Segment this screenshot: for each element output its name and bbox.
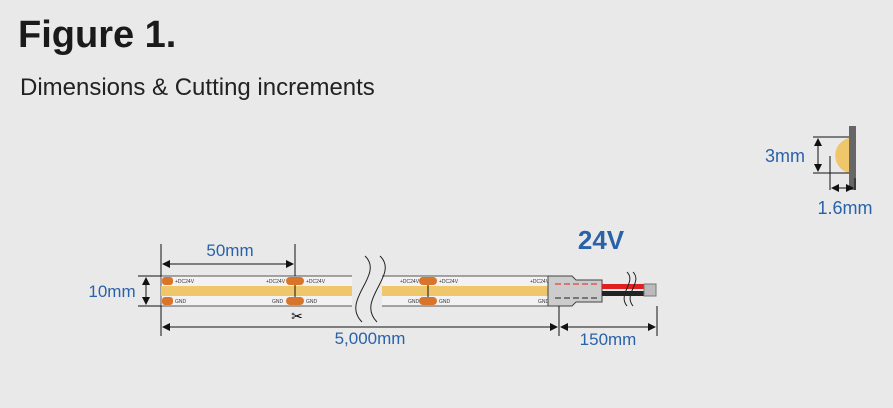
pad-label-ground: GND xyxy=(538,299,550,305)
dimension-lines xyxy=(138,244,658,336)
led-strip: +DC24V GND +DC24V GND +DC24V GND +DC24V … xyxy=(160,255,560,323)
figure-subtitle: Dimensions & Cutting increments xyxy=(20,74,375,101)
pad-label-ground: GND xyxy=(408,299,420,305)
thickness-label: 1.6mm xyxy=(817,198,872,218)
cut-length-label: 50mm xyxy=(206,241,253,260)
pad-label-positive: +DC24V xyxy=(266,279,286,285)
total-length-label: 5,000mm xyxy=(335,329,406,348)
height-label: 3mm xyxy=(765,146,805,166)
pad-label-positive: +DC24V xyxy=(439,279,459,285)
break-mark xyxy=(355,255,371,323)
pad-label-positive: +DC24V xyxy=(530,279,550,285)
cross-section: 3mm 1.6mm xyxy=(765,126,873,218)
width-label: 10mm xyxy=(88,282,135,301)
pad-label-positive: +DC24V xyxy=(400,279,420,285)
lead-length-label: 150mm xyxy=(580,330,637,349)
break-mark xyxy=(370,255,386,323)
connector xyxy=(547,271,657,307)
scissors-icon: ✂ xyxy=(291,308,303,324)
pad-label-ground: GND xyxy=(175,299,187,305)
voltage-label: 24V xyxy=(578,225,625,255)
solder-pads xyxy=(162,277,437,305)
figure-title: Figure 1. xyxy=(18,14,177,56)
pad-label-ground: GND xyxy=(306,299,318,305)
pad-label-positive: +DC24V xyxy=(175,279,195,285)
pad-label-positive: +DC24V xyxy=(306,279,326,285)
pad-label-ground: GND xyxy=(272,299,284,305)
pad-label-ground: GND xyxy=(439,299,451,305)
red-wire xyxy=(602,284,644,289)
wire-ends xyxy=(643,283,657,297)
black-wire xyxy=(602,291,644,296)
